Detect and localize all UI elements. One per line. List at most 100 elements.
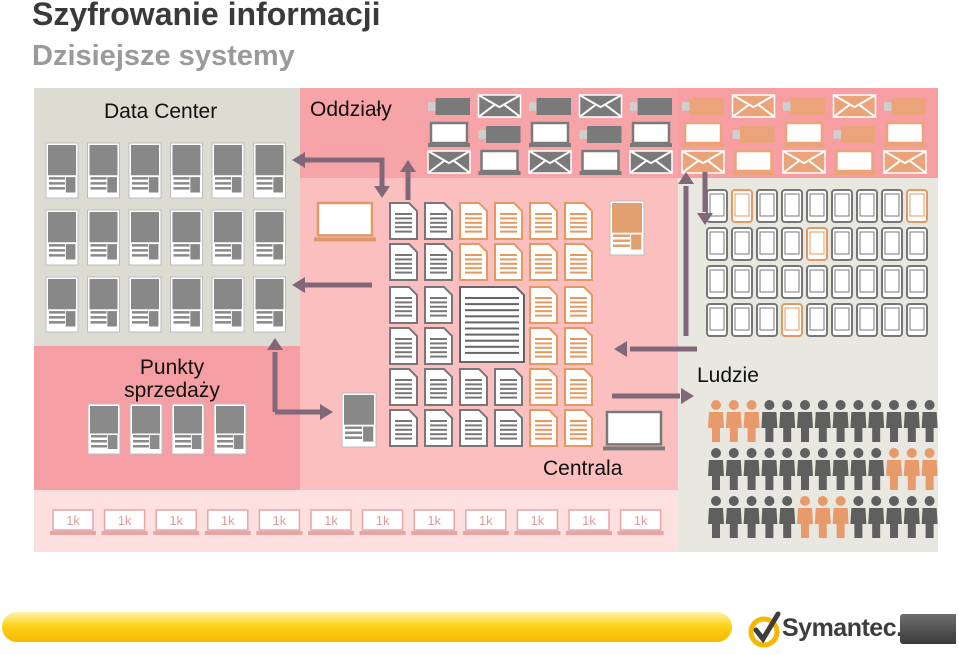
person-icon [797,400,813,442]
person-icon [814,496,831,538]
person-icon [886,448,902,490]
flow-arrow [267,338,283,412]
person-icon [903,448,920,490]
laptop-icon [833,149,876,175]
laptop-icon [428,121,470,147]
laptop-icon [783,121,825,147]
person-icon [725,496,742,538]
envelope-icon [578,94,623,118]
flow-arrow [697,172,713,225]
document-icon [529,202,558,240]
document-icon [459,243,488,281]
region-label-data-center: Data Center [104,100,218,123]
envelope-icon [782,150,826,174]
usb-drive-icon [732,126,775,143]
mobile-device-icon [856,189,878,223]
flow-arrow [614,341,697,357]
person-icon [814,448,831,490]
server-icon [128,142,162,199]
mobile-device-icon [731,265,753,299]
mobile-device-icon [906,189,928,223]
site-1k-icon: 1k [308,509,354,535]
mobile-device-icon [831,189,853,223]
server-icon [211,276,245,333]
document-icon [529,286,558,324]
mobile-device-icon [731,303,753,337]
person-icon [921,448,938,490]
mobile-device-icon [906,227,928,261]
document-icon [424,409,453,447]
person-icon [797,448,813,490]
symantec-logo: Symantec. [748,610,903,650]
laptop-icon [529,121,571,147]
site-1k-label: 1k [376,513,390,528]
person-icon [761,448,778,490]
mobile-device-icon [881,265,903,299]
mobile-device-icon [781,227,803,261]
mobile-device-icon [856,265,878,299]
person-icon [832,496,849,538]
pos-terminal-icon [129,403,163,455]
person-icon [708,496,724,538]
site-1k-icon: 1k [204,509,251,535]
pos-terminal-icon [609,200,645,256]
mobile-device-icon [756,227,778,261]
person-icon [868,448,885,490]
site-1k-icon: 1k [566,509,612,535]
mobile-device-icon [831,265,853,299]
site-1k-label: 1k [273,513,287,528]
document-icon [529,243,558,281]
person-icon [761,400,778,442]
mobile-device-icon [756,265,778,299]
mobile-device-icon [806,303,828,337]
document-icon [389,286,418,324]
mobile-device-icon [856,227,878,261]
server-icon [211,209,245,266]
document-icon [459,368,488,406]
person-icon [743,400,760,442]
server-icon [211,142,245,199]
document-icon [459,286,525,363]
server-icon [45,142,79,199]
region-label-punkty-line2: sprzedaży [124,379,220,403]
region-label-punkty: Punkty sprzedaży [112,356,232,402]
envelope-icon [883,150,927,174]
document-icon [529,409,558,447]
site-1k-label: 1k [582,513,596,528]
region-label-punkty-line1: Punkty [139,356,205,379]
server-icon [170,209,203,266]
document-icon [564,286,593,324]
pos-terminal-icon [213,403,247,455]
envelope-icon [731,94,776,118]
document-icon [529,327,558,365]
person-icon [921,400,938,442]
site-1k-icon: 1k [50,509,96,535]
mobile-device-icon [706,265,728,299]
usb-drive-icon [630,98,672,115]
flow-arrow [678,172,694,336]
mobile-device-icon [806,227,828,261]
usb-drive-icon [682,98,724,115]
site-1k-icon: 1k [462,509,509,535]
person-icon [779,400,796,442]
slide-title: Szyfrowanie informacji [32,0,381,32]
laptop-icon [884,121,926,147]
document-icon [459,202,488,240]
document-icon [564,368,593,406]
punkty-sprzedazy-region [34,346,300,490]
flow-arrow [275,404,333,420]
person-icon [850,448,867,490]
server-icon [45,209,79,266]
site-1k-label: 1k [479,513,493,528]
mobile-device-icon [706,227,728,261]
mobile-device-icon [881,189,903,223]
site-1k-label: 1k [221,513,235,528]
laptop-icon [314,201,376,242]
document-icon [389,368,418,406]
laptop-icon [682,121,724,147]
person-icon [725,400,742,442]
site-1k-icon: 1k [256,509,303,535]
flow-arrow [612,388,694,404]
server-icon [87,142,120,199]
person-icon [832,448,849,490]
